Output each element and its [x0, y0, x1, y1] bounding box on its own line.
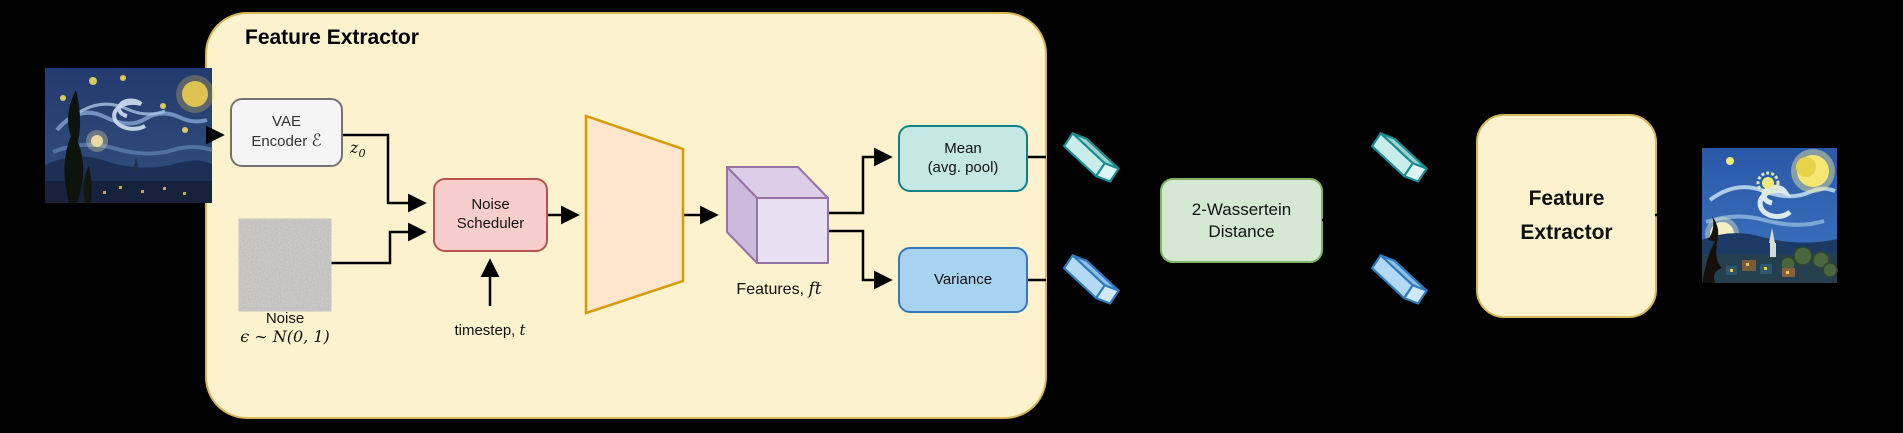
vae-line2: Encoder — [251, 133, 312, 151]
wasserstein-distance-box: 2-Wassertein Distance — [1160, 178, 1323, 263]
scheduler-line2: Scheduler — [456, 215, 525, 232]
wasserstein-line1: 2-Wassertein — [1191, 200, 1292, 220]
mean-vector-bar-left — [1063, 132, 1120, 183]
script-e-symbol: ℰ — [311, 131, 322, 152]
noise-formula: ϵ ∼ N(0, 1) — [240, 327, 330, 346]
noise-scheduler-box: Noise Scheduler — [433, 178, 548, 252]
noise-caption: Noise — [265, 310, 305, 327]
timestep-label: timestep, t — [454, 321, 526, 339]
output-image-starry-night — [1702, 148, 1838, 283]
mean-line2: (avg. pool) — [927, 158, 999, 176]
mean-vector-bar-right — [1371, 132, 1428, 183]
feature-extractor-box-right: Feature Extractor — [1476, 114, 1657, 318]
scheduler-line1: Noise — [471, 196, 510, 214]
right-extractor-line2: Extractor — [1520, 221, 1613, 244]
right-extractor-line1: Feature — [1528, 187, 1605, 211]
feature-extractor-title: Feature Extractor — [245, 26, 419, 49]
mean-pool-box: Mean (avg. pool) — [898, 125, 1028, 192]
encoder-line2: Encoder — [606, 216, 663, 234]
features-ft-label: Features, ft — [736, 279, 822, 299]
variance-label: Variance — [933, 270, 993, 288]
encoder-line1: Feature — [608, 197, 661, 214]
wasserstein-line2: Distance — [1208, 221, 1275, 241]
vae-encoder-box: VAE Encoder ℰ — [230, 98, 343, 167]
feature-encoder-label: Feature Encoder — [586, 196, 683, 235]
mean-line1: Mean — [944, 139, 982, 157]
input-image-starry-night — [45, 68, 214, 203]
variance-box: Variance — [898, 247, 1028, 313]
vae-line1: VAE — [272, 112, 301, 130]
z0-label: z0 — [350, 138, 366, 161]
variance-vector-bar-left — [1063, 254, 1120, 305]
variance-vector-bar-right — [1371, 254, 1428, 305]
